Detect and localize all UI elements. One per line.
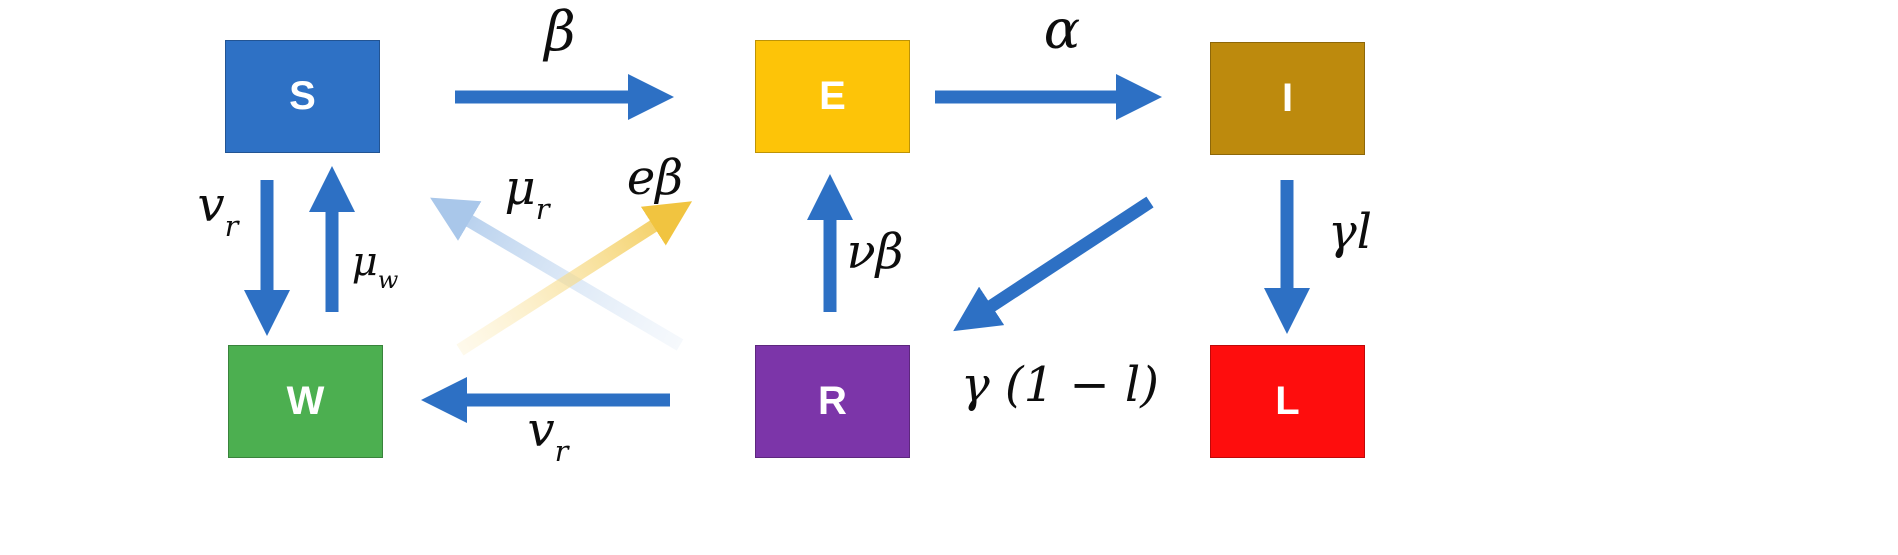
node-E-label: E (819, 74, 846, 118)
edge-label-alpha: α (1043, 0, 1081, 61)
arrow-faded-gold-e-beta (456, 201, 693, 356)
node-L: L (1210, 345, 1365, 458)
node-R-label: R (818, 379, 847, 423)
node-I: I (1210, 42, 1365, 155)
edge-label-vr-bottom: vr (527, 402, 569, 468)
node-I-label: I (1281, 76, 1294, 120)
node-E: E (755, 40, 910, 153)
edge-label-gamma-l: γl (1327, 204, 1373, 260)
edge-label-mu-r: μr (504, 160, 550, 226)
edge-label-beta: β (544, 0, 576, 63)
node-W: W (228, 345, 383, 458)
node-S: S (225, 40, 380, 153)
arrow-i-to-r (953, 196, 1154, 332)
node-S-label: S (289, 74, 316, 118)
node-W-label: W (286, 379, 325, 423)
edge-label-e-beta: eβ (626, 150, 684, 206)
edge-label-mu-w: μw (351, 239, 399, 294)
edge-label-vr-left: vr (197, 177, 239, 243)
node-L-label: L (1275, 379, 1300, 423)
node-R: R (755, 345, 910, 458)
edge-label-gamma-1-minus-l: γ (1 − l) (960, 357, 1160, 413)
edge-label-nu-beta: νβ (846, 224, 904, 280)
